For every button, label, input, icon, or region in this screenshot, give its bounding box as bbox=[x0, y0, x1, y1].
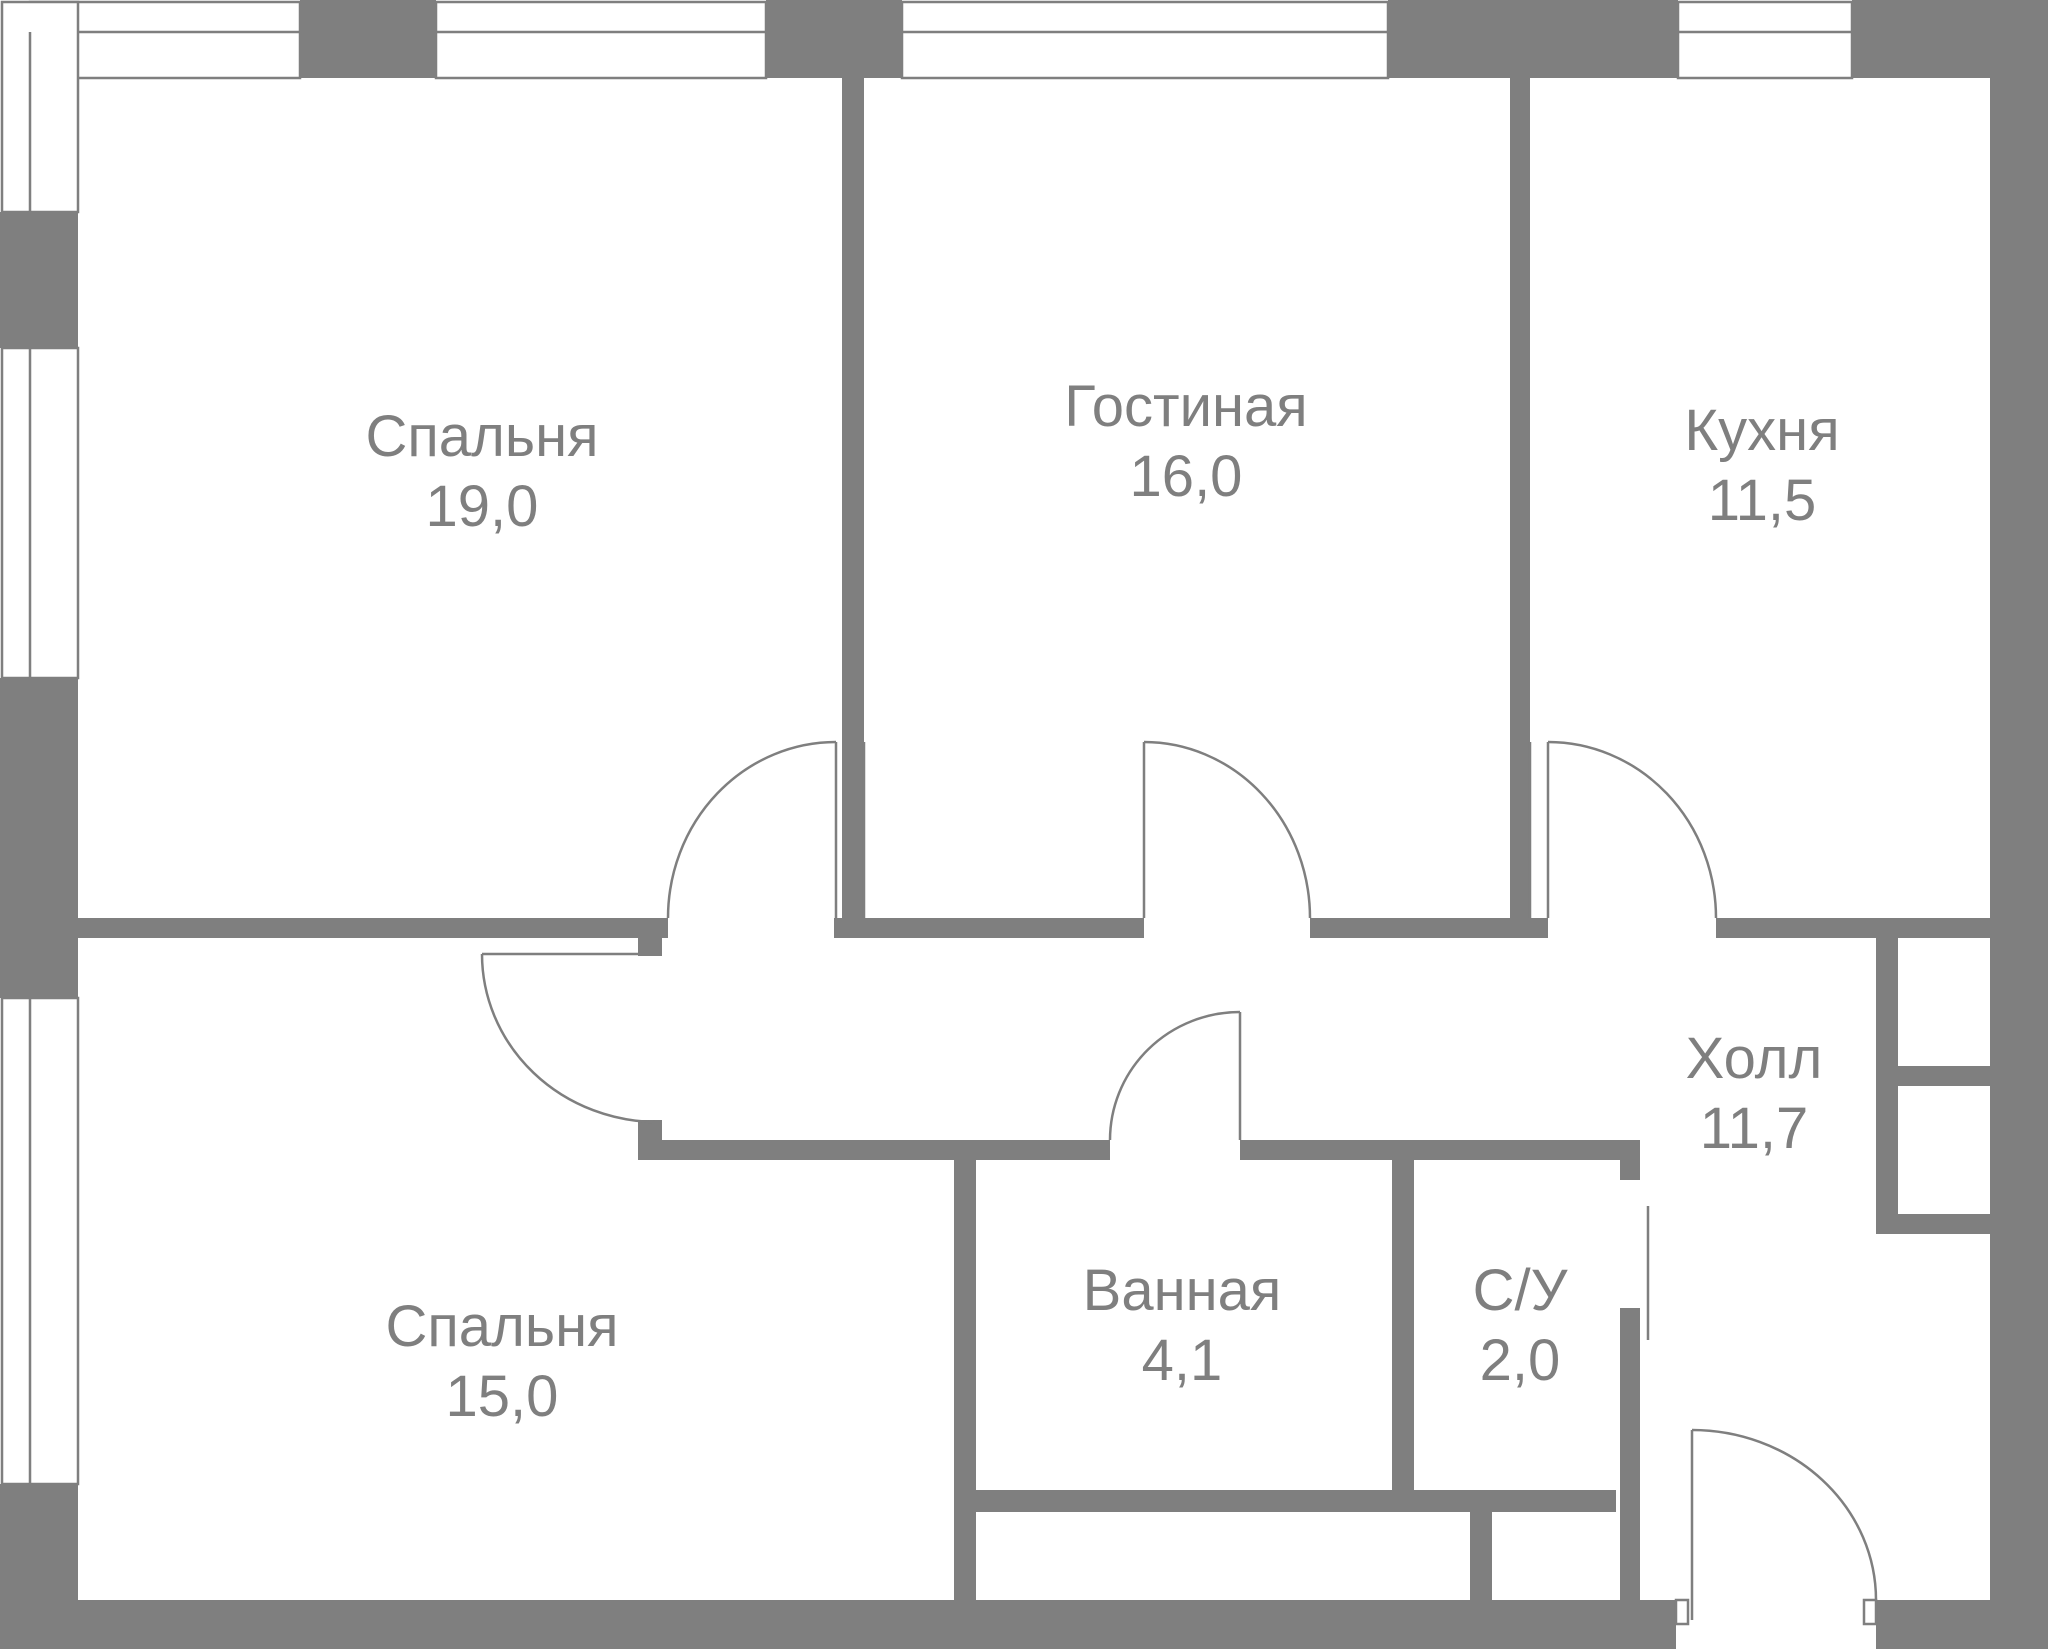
room-label-wc: С/У 2,0 bbox=[1473, 1256, 1568, 1396]
room-name: Спальня bbox=[385, 1294, 619, 1359]
windows-top bbox=[28, 0, 1854, 80]
room-label-bedroom-1: Спальня 19,0 bbox=[365, 402, 598, 542]
room-area: 4,1 bbox=[1141, 1328, 1223, 1393]
doors bbox=[480, 740, 1878, 1626]
room-area: 11,5 bbox=[1707, 468, 1817, 533]
room-label-bedroom-2: Спальня 15,0 bbox=[385, 1292, 618, 1432]
room-area: 15,0 bbox=[445, 1364, 559, 1429]
room-label-hall: Холл 11,7 bbox=[1686, 1024, 1823, 1164]
room-name: Кухня bbox=[1684, 398, 1840, 463]
room-name: Спальня bbox=[365, 404, 599, 469]
windows-left bbox=[0, 0, 80, 1486]
room-area: 19,0 bbox=[425, 474, 539, 539]
room-area: 16,0 bbox=[1129, 444, 1243, 509]
room-area: 11,7 bbox=[1699, 1096, 1809, 1161]
room-label-kitchen: Кухня 11,5 bbox=[1684, 396, 1839, 536]
room-area: 2,0 bbox=[1479, 1328, 1561, 1393]
partition-lines bbox=[862, 742, 1532, 918]
room-name: Холл bbox=[1685, 1026, 1823, 1091]
room-name: Ванная bbox=[1082, 1258, 1282, 1323]
room-name: Гостиная bbox=[1064, 374, 1308, 439]
interior-walls bbox=[78, 78, 1990, 1600]
room-label-living-room: Гостиная 16,0 bbox=[1064, 372, 1307, 512]
room-name: С/У bbox=[1472, 1258, 1568, 1323]
room-label-bathroom: Ванная 4,1 bbox=[1083, 1256, 1282, 1396]
